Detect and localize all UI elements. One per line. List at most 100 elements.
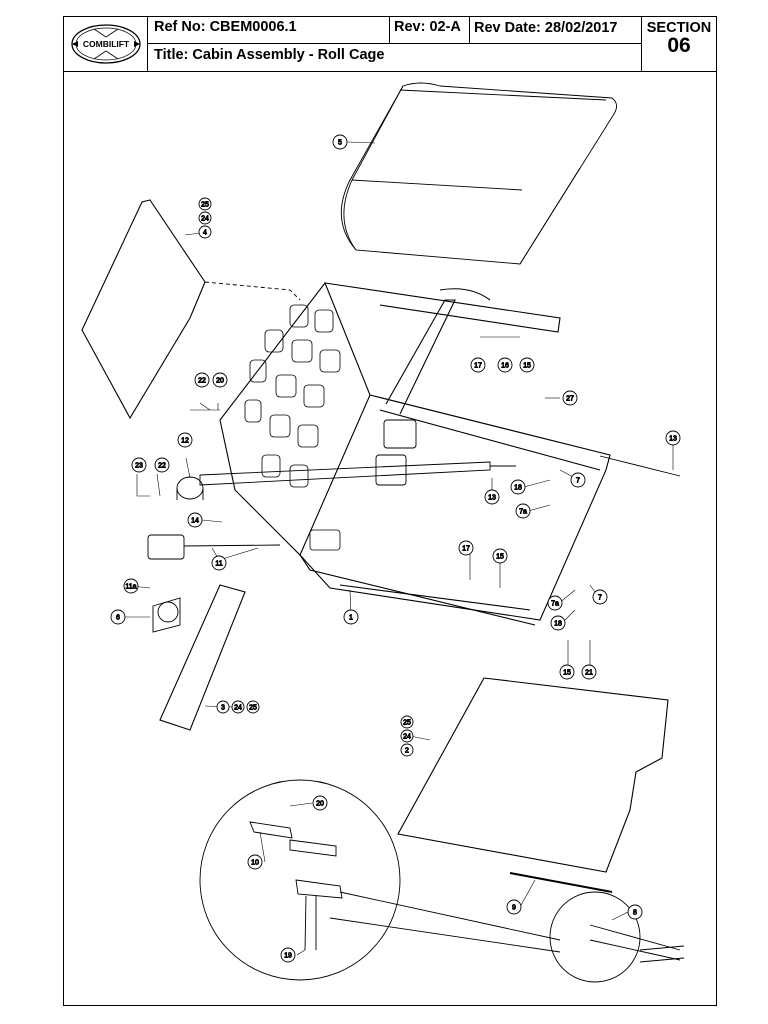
callout-17-a: 17: [470, 357, 486, 373]
svg-text:13: 13: [669, 436, 677, 443]
logo-text: COMBILIFT: [83, 39, 130, 49]
hinge-bracket-6: [152, 597, 181, 633]
svg-text:22: 22: [158, 463, 166, 470]
callout-6: 6: [110, 609, 126, 625]
roof-panel: [340, 82, 617, 265]
hinge-detail-view: [199, 779, 561, 981]
callout-19: 19: [280, 947, 296, 963]
callout-24-b: 24: [231, 700, 245, 714]
callout-7-a: 7: [570, 472, 586, 488]
svg-text:23: 23: [135, 463, 143, 470]
svg-text:7a: 7a: [551, 601, 559, 608]
drawing-sheet: COMBILIFT Ref No: CBEM0006.1 Rev: 02-A R…: [63, 16, 717, 1006]
svg-text:1: 1: [349, 615, 353, 622]
svg-text:10: 10: [251, 860, 259, 867]
svg-text:24: 24: [234, 705, 242, 712]
svg-text:22: 22: [198, 378, 206, 385]
svg-text:15: 15: [523, 363, 531, 370]
svg-text:17: 17: [474, 363, 482, 370]
svg-text:9: 9: [512, 905, 516, 912]
svg-text:24: 24: [403, 734, 411, 741]
svg-text:18: 18: [554, 621, 562, 628]
crossbar: [199, 419, 681, 486]
svg-text:14: 14: [191, 518, 199, 525]
svg-text:3: 3: [221, 705, 225, 712]
callout-3: 3: [216, 700, 230, 714]
callout-group: 5 25 24 4 22 20 12 23 22 14 11 11a 6 3 2…: [110, 134, 681, 963]
callout-25-b: 25: [246, 700, 260, 714]
svg-text:20: 20: [216, 378, 224, 385]
svg-text:4: 4: [203, 230, 207, 237]
section-label: SECTION: [646, 20, 712, 36]
wiper-motor: [147, 534, 281, 560]
callout-11a: 11a: [123, 578, 139, 594]
svg-text:7a: 7a: [519, 509, 527, 516]
callout-1: 1: [343, 609, 359, 625]
callout-8: 8: [627, 904, 643, 920]
door-glass-panel: [397, 677, 669, 873]
svg-text:24: 24: [201, 216, 209, 223]
callout-13-a: 13: [484, 489, 500, 505]
svg-text:7: 7: [598, 595, 602, 602]
callout-7a-b: 7a: [547, 595, 563, 611]
cage-cutouts: [244, 304, 341, 551]
callout-21: 21: [581, 664, 597, 680]
revision-date: Rev Date: 28/02/2017: [470, 17, 642, 44]
callout-7-b: 7: [592, 589, 608, 605]
callout-12: 12: [177, 432, 193, 448]
svg-text:11a: 11a: [125, 584, 136, 591]
callout-25-c: 25: [400, 715, 414, 729]
callout-11: 11: [211, 555, 227, 571]
svg-text:2: 2: [405, 748, 409, 755]
callout-20-b: 20: [312, 795, 328, 811]
callout-18-a: 18: [510, 479, 526, 495]
svg-text:25: 25: [201, 202, 209, 209]
drawing-title: Title: Cabin Assembly - Roll Cage: [148, 44, 642, 71]
callout-22-a: 22: [194, 372, 210, 388]
svg-text:12: 12: [181, 438, 189, 445]
svg-text:11: 11: [215, 561, 222, 568]
callout-7a-a: 7a: [515, 503, 531, 519]
svg-text:17: 17: [462, 546, 470, 553]
hinge-detail-view-small: [509, 872, 685, 983]
logo-emblem: COMBILIFT: [71, 24, 141, 64]
svg-text:15: 15: [496, 554, 504, 561]
svg-text:21: 21: [585, 670, 593, 677]
beacon: [176, 476, 204, 500]
callout-22-b: 22: [154, 457, 170, 473]
callout-24-a: 24: [198, 211, 212, 225]
callout-16: 16: [497, 357, 513, 373]
logo: COMBILIFT: [64, 17, 148, 71]
svg-text:27: 27: [566, 396, 574, 403]
callout-10: 10: [247, 854, 263, 870]
callout-9: 9: [506, 899, 522, 915]
callout-13-b: 13: [665, 430, 681, 446]
callout-24-c: 24: [400, 729, 414, 743]
svg-text:20: 20: [316, 801, 324, 808]
callout-5: 5: [332, 134, 348, 150]
callout-20-a: 20: [212, 372, 228, 388]
svg-text:8: 8: [633, 910, 637, 917]
callout-4: 4: [198, 225, 212, 239]
callout-15-c: 15: [559, 664, 575, 680]
roll-cage-frame: [219, 281, 611, 626]
svg-text:19: 19: [284, 953, 292, 960]
svg-text:25: 25: [249, 705, 257, 712]
svg-text:7: 7: [576, 478, 580, 485]
svg-text:18: 18: [514, 485, 522, 492]
callout-15-a: 15: [519, 357, 535, 373]
svg-text:15: 15: [563, 670, 571, 677]
revision: Rev: 02-A: [390, 17, 470, 44]
side-window-panel: [81, 199, 301, 420]
callout-14: 14: [187, 512, 203, 528]
callout-2: 2: [400, 743, 414, 757]
svg-text:16: 16: [501, 363, 509, 370]
callout-27: 27: [562, 390, 578, 406]
section-number: 06: [667, 34, 691, 57]
callout-23: 23: [131, 457, 147, 473]
svg-text:5: 5: [338, 140, 342, 147]
callout-25-a: 25: [198, 197, 212, 211]
svg-text:6: 6: [116, 615, 120, 622]
ref-number: Ref No: CBEM0006.1: [148, 17, 390, 44]
